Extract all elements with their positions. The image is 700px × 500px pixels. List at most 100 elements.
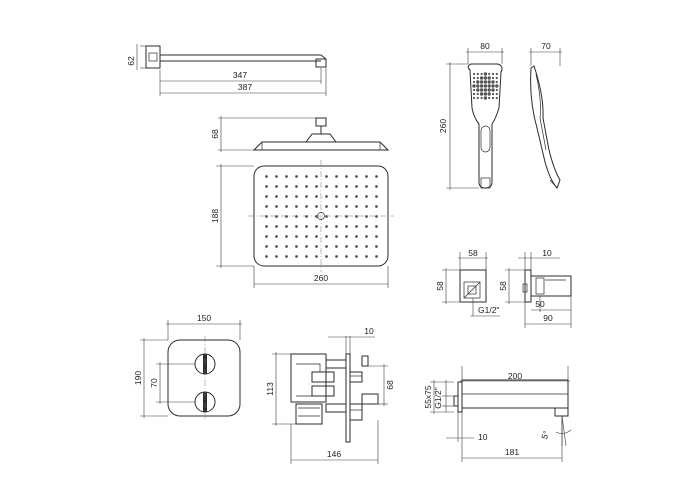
hand-nozzle (472, 88, 476, 92)
rain-nozzle (275, 245, 278, 248)
bath-spout-view: 200 G1/2" 55x75 10 181 5° (423, 366, 572, 462)
rain-nozzle (375, 245, 378, 248)
mixer-plate-view: 150 190 70 (133, 313, 242, 420)
rain-nozzle (325, 245, 328, 248)
rain-nozzle (325, 255, 328, 258)
hand-nozzle (487, 88, 491, 92)
rain-nozzle (265, 185, 268, 188)
hand-nozzle (491, 88, 495, 92)
arm-total-length-dim: 387 (238, 82, 252, 92)
rain-nozzle (285, 175, 288, 178)
rain-nozzle (275, 195, 278, 198)
hand-nozzle (491, 80, 495, 84)
rain-nozzle (345, 255, 348, 258)
rain-nozzle (315, 205, 318, 208)
rain-nozzle (305, 225, 308, 228)
rain-nozzle (285, 215, 288, 218)
rain-nozzle (285, 235, 288, 238)
outlet-front-width-dim: 58 (468, 248, 478, 258)
hand-nozzle (495, 80, 498, 84)
hand-nozzle (472, 92, 476, 96)
hand-nozzle (483, 88, 488, 92)
plate-width-dim: 150 (197, 313, 211, 323)
rain-nozzle (315, 175, 318, 178)
rain-nozzle (315, 195, 318, 198)
rain-nozzle (345, 245, 348, 248)
hand-nozzle (483, 96, 488, 100)
hand-nozzle (476, 96, 479, 100)
rain-nozzle (275, 185, 278, 188)
outlet-offset-dim: 50 (535, 299, 545, 309)
rain-nozzle (265, 235, 268, 238)
rain-nozzle (285, 185, 288, 188)
rain-nozzle (315, 185, 318, 188)
outlet-front-height-dim: 58 (435, 281, 445, 291)
hand-nozzle (491, 92, 495, 96)
rain-nozzle (375, 235, 378, 238)
rain-nozzle (265, 195, 268, 198)
rain-nozzle (285, 205, 288, 208)
rain-nozzle (335, 225, 338, 228)
hand-nozzle (472, 80, 476, 84)
rain-nozzle (275, 175, 278, 178)
rain-nozzle (365, 235, 368, 238)
hand-nozzle (479, 84, 484, 88)
rain-nozzle (375, 215, 378, 218)
rain-nozzle (345, 175, 348, 178)
hand-nozzle (483, 84, 488, 88)
rain-profile-height-dim: 68 (210, 129, 220, 139)
shower-arm-view: 62 347 387 (126, 44, 327, 96)
outlet-total-depth-dim: 90 (543, 313, 553, 323)
rain-nozzle (355, 255, 358, 258)
rain-nozzle (305, 255, 308, 258)
arm-inner-length-dim: 347 (233, 70, 247, 80)
rain-nozzle (295, 205, 298, 208)
rain-nozzle (355, 245, 358, 248)
rain-nozzle (365, 245, 368, 248)
rain-nozzle (335, 215, 338, 218)
hand-nozzle (491, 84, 495, 88)
rain-nozzle (295, 235, 298, 238)
hand-nozzle (483, 76, 488, 80)
hand-nozzle (479, 80, 484, 84)
rain-nozzle (295, 245, 298, 248)
rain-nozzle (335, 195, 338, 198)
hand-nozzle (491, 76, 495, 80)
spout-total-length-dim: 181 (505, 447, 519, 457)
hand-nozzle (480, 96, 483, 100)
arm-height-dim: 62 (126, 56, 136, 66)
hand-nozzle (479, 76, 484, 80)
hand-nozzle (483, 72, 488, 76)
rain-nozzle (365, 175, 368, 178)
hand-nozzle (483, 80, 488, 84)
rain-nozzle (275, 225, 278, 228)
rain-nozzle (355, 215, 358, 218)
rain-nozzle (365, 225, 368, 228)
hand-nozzle (476, 88, 480, 92)
rain-nozzle (355, 205, 358, 208)
rain-nozzle (305, 205, 308, 208)
rain-nozzle (345, 185, 348, 188)
hand-nozzle (487, 80, 491, 84)
rain-nozzle (265, 215, 268, 218)
rain-nozzle (295, 195, 298, 198)
hand-nozzle (491, 72, 495, 76)
rain-nozzle (355, 235, 358, 238)
hand-nozzle (479, 92, 484, 96)
hand-nozzle (495, 92, 498, 96)
rain-nozzle (275, 205, 278, 208)
hand-nozzle (476, 80, 480, 84)
rain-nozzle (295, 175, 298, 178)
hand-nozzle (487, 92, 491, 96)
rain-nozzle (335, 255, 338, 258)
body-outlet-height-dim: 68 (385, 380, 395, 390)
rain-nozzle (295, 185, 298, 188)
body-height-dim: 113 (265, 382, 275, 396)
rain-nozzle (365, 205, 368, 208)
rain-nozzle (335, 175, 338, 178)
plate-height-dim: 190 (133, 371, 143, 385)
hand-nozzle-grid (472, 72, 499, 100)
rain-nozzle (335, 235, 338, 238)
hand-nozzle (488, 96, 491, 100)
hand-nozzle (487, 84, 491, 88)
